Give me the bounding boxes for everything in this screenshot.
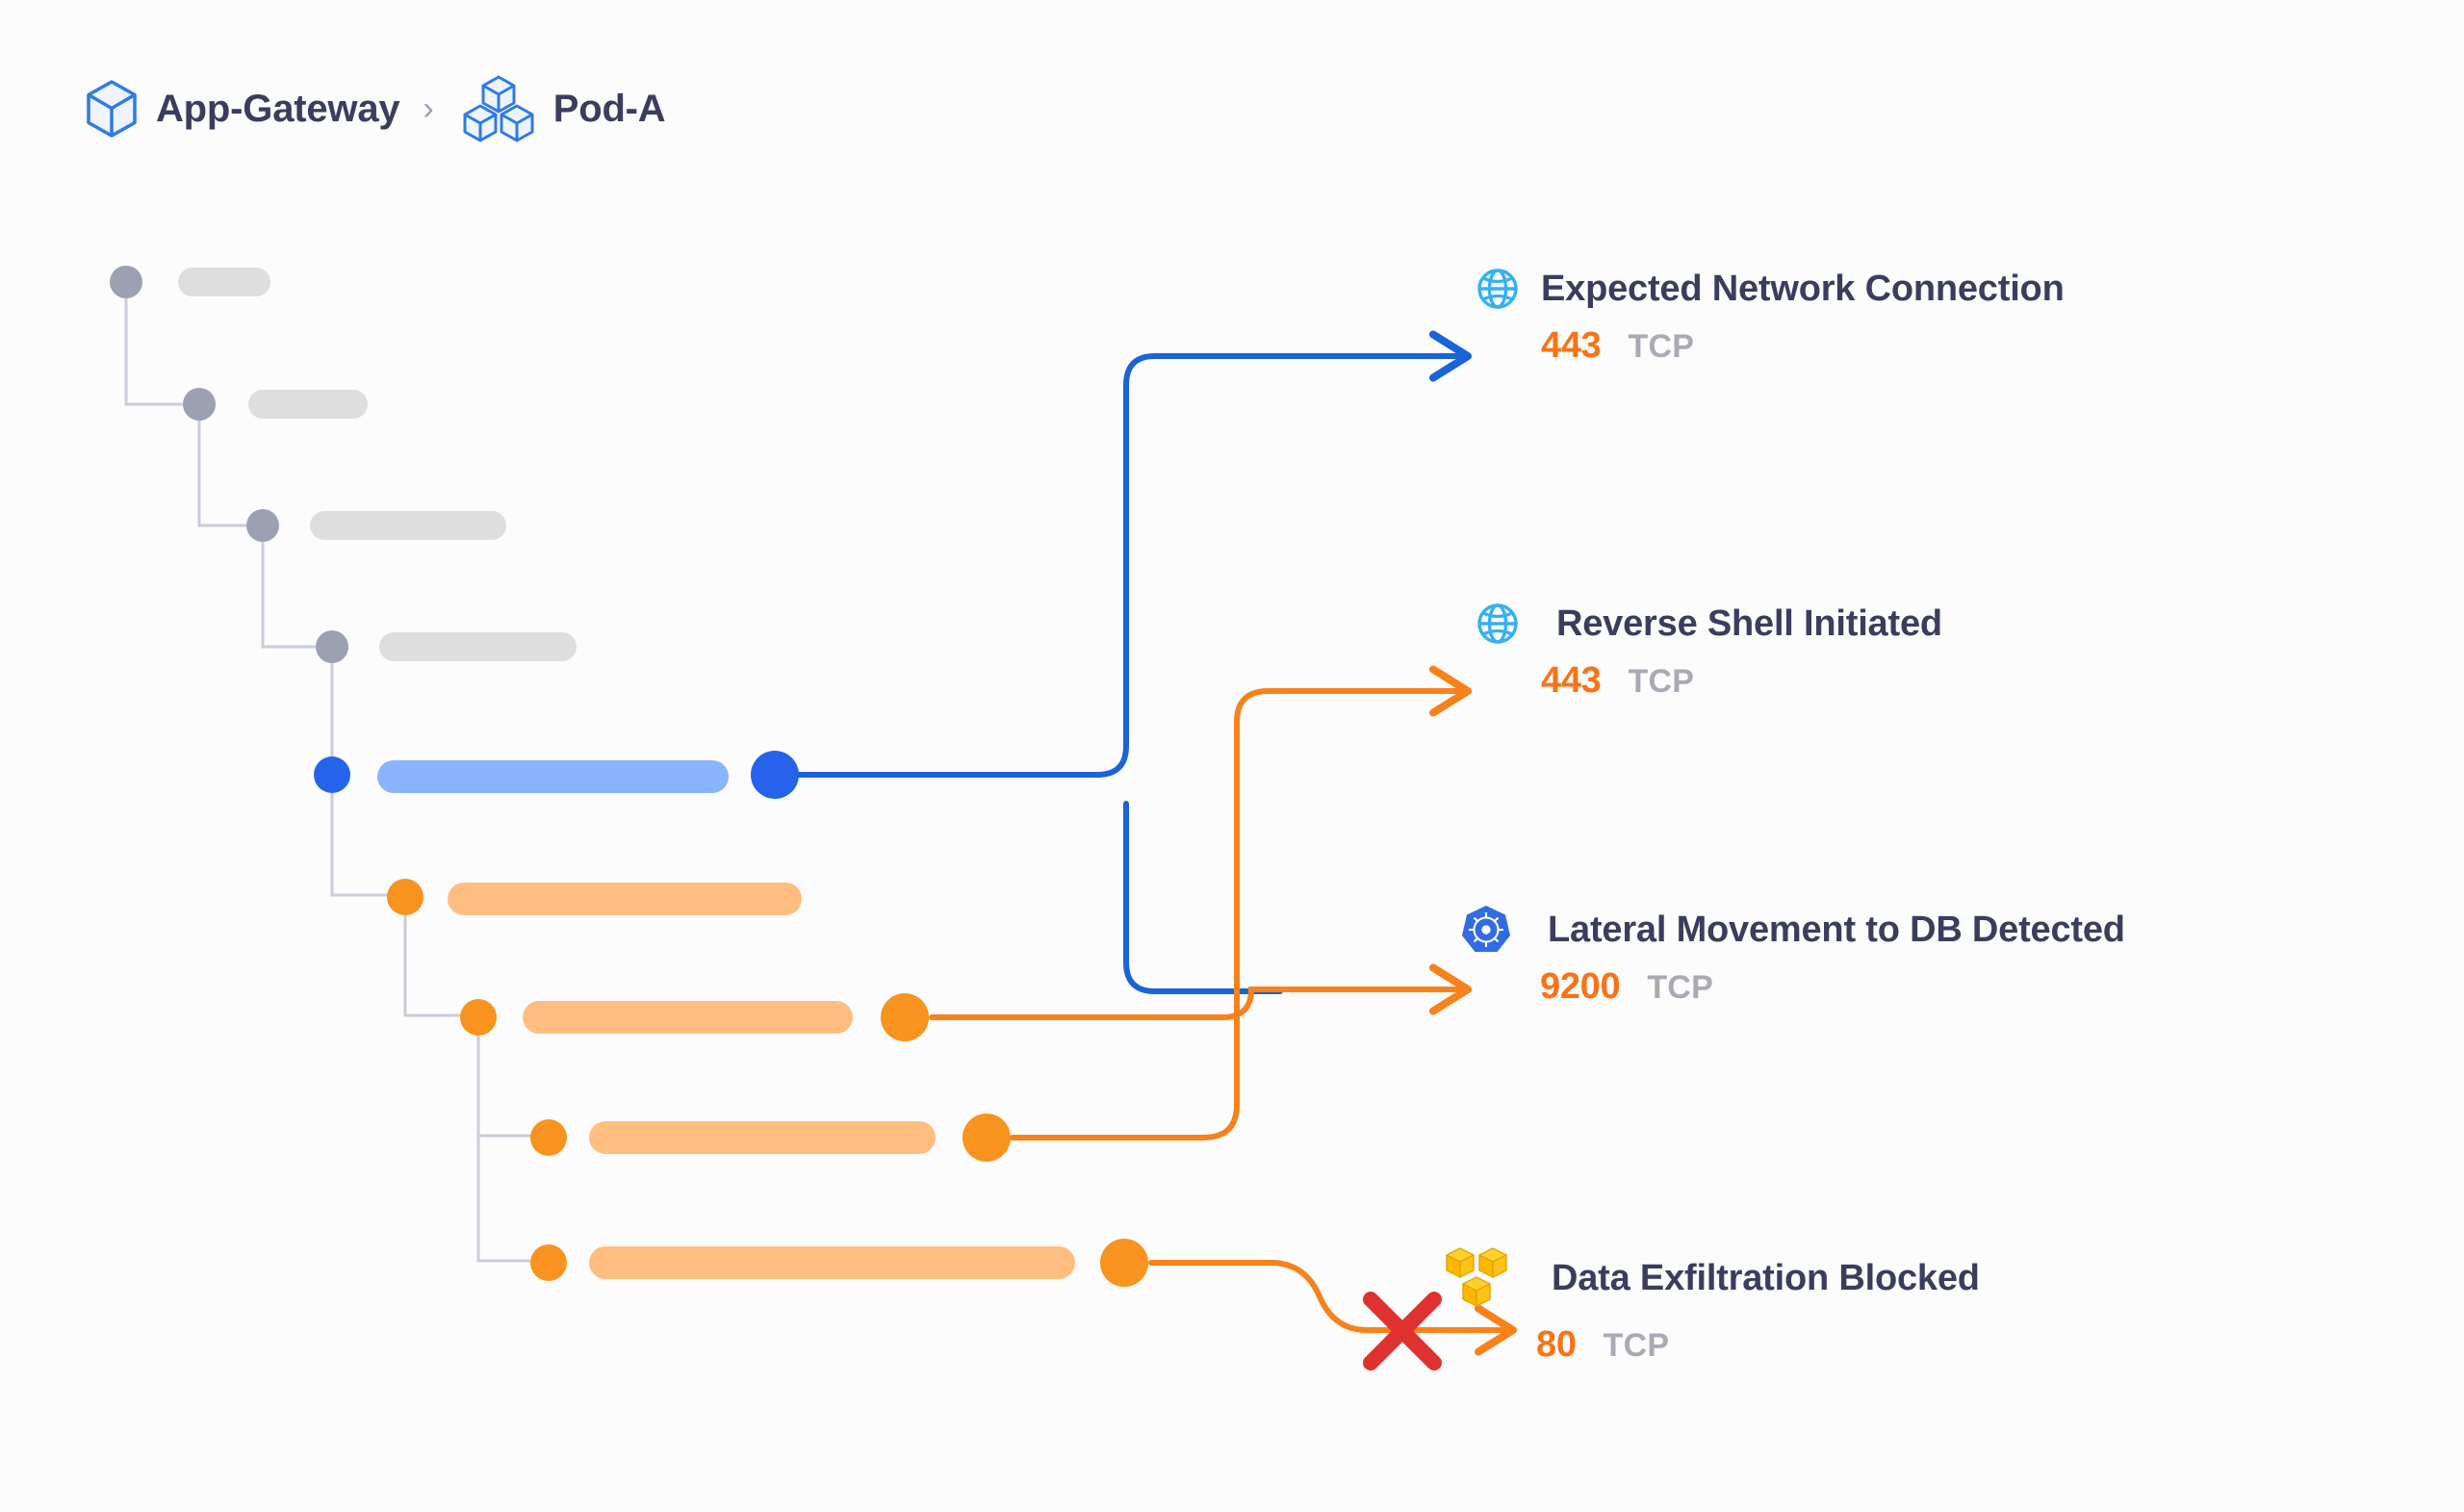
tree-placeholder-bars — [178, 268, 577, 661]
cube-icon — [85, 79, 139, 139]
event-title-expected-network-connection: Expected Network Connection — [1541, 268, 2065, 309]
event-port-expected-network-connection: 443 — [1541, 325, 1602, 366]
connector-orange-exfiltration — [1148, 1260, 1518, 1356]
event-protocol-expected-network-connection: TCP — [1628, 328, 1695, 365]
tree-bar-proc-7[interactable] — [523, 1001, 853, 1034]
tree-node-proc-3[interactable] — [246, 509, 279, 542]
tree-endpoint-proc-9[interactable] — [1100, 1239, 1148, 1287]
breadcrumb: App-Gateway › Pod-A — [85, 75, 666, 142]
tree-node-proc-7[interactable] — [460, 999, 497, 1036]
event-protocol-data-exfiltration-blocked: TCP — [1603, 1327, 1670, 1364]
tree-node-proc-8[interactable] — [530, 1119, 567, 1156]
event-title-data-exfiltration-blocked: Data Exfiltration Blocked — [1552, 1257, 1980, 1298]
tree-node-proc-2[interactable] — [183, 388, 216, 421]
connector-orange-lateral — [929, 963, 1473, 1020]
tree-endpoint-proc-7[interactable] — [881, 993, 929, 1041]
globe-icon — [1476, 602, 1520, 646]
breadcrumb-item-pod-a[interactable]: Pod-A — [461, 74, 666, 143]
tree-bar-proc-3 — [310, 511, 506, 540]
tree-node-proc-9[interactable] — [530, 1244, 567, 1281]
tree-bar-proc-2 — [248, 390, 368, 419]
event-expected-network-connection[interactable]: Expected Network Connection 443 TCP — [1476, 262, 2065, 367]
event-lateral-movement-to-db-detected[interactable]: Lateral Movement to DB Detected 9200 TCP — [1461, 903, 2125, 1008]
tree-endpoint-proc-5[interactable] — [751, 751, 799, 799]
event-protocol-lateral-movement-to-db-detected: TCP — [1647, 969, 1713, 1006]
globe-icon — [1476, 267, 1520, 311]
connector-blue — [796, 330, 1473, 994]
event-port-data-exfiltration-blocked: 80 — [1536, 1324, 1577, 1365]
tree-bar-proc-8[interactable] — [589, 1121, 936, 1154]
breadcrumb-label-pod-a: Pod-A — [552, 87, 666, 130]
tree-bar-proc-1 — [178, 268, 270, 296]
tree-node-proc-1[interactable] — [110, 266, 142, 298]
kubernetes-icon — [1461, 904, 1511, 956]
cubes-icon — [1444, 1243, 1509, 1313]
pods-icon — [461, 74, 536, 143]
event-title-reverse-shell-initiated: Reverse Shell Initiated — [1556, 602, 1942, 644]
event-reverse-shell-initiated[interactable]: Reverse Shell Initiated 443 TCP — [1476, 597, 1942, 702]
tree-bar-proc-5-selected[interactable] — [377, 760, 729, 793]
blocked-x-icon — [1363, 1292, 1442, 1371]
tree-node-proc-5[interactable] — [314, 756, 350, 793]
breadcrumb-separator-icon: › — [423, 90, 434, 127]
tree-links — [124, 289, 536, 1263]
tree-bar-proc-9[interactable] — [589, 1246, 1075, 1279]
breadcrumb-item-app-gateway[interactable]: App-Gateway — [85, 79, 400, 139]
tree-bar-proc-4 — [379, 632, 577, 661]
tree-node-proc-4[interactable] — [316, 630, 348, 663]
connector-orange-reverse-shell — [1010, 665, 1473, 1140]
tree-node-proc-6[interactable] — [387, 879, 424, 915]
tree-node-dots-gray — [110, 266, 348, 663]
event-port-reverse-shell-initiated: 443 — [1541, 660, 1602, 701]
tree-bar-proc-6[interactable] — [448, 883, 802, 915]
tree-endpoint-proc-8[interactable] — [962, 1114, 1011, 1162]
event-port-lateral-movement-to-db-detected: 9200 — [1540, 966, 1621, 1007]
breadcrumb-label-app-gateway: App-Gateway — [156, 87, 400, 130]
event-data-exfiltration-blocked[interactable]: Data Exfiltration Blocked 80 TCP — [1444, 1247, 1980, 1366]
event-protocol-reverse-shell-initiated: TCP — [1628, 663, 1695, 700]
event-title-lateral-movement-to-db-detected: Lateral Movement to DB Detected — [1548, 909, 2125, 950]
